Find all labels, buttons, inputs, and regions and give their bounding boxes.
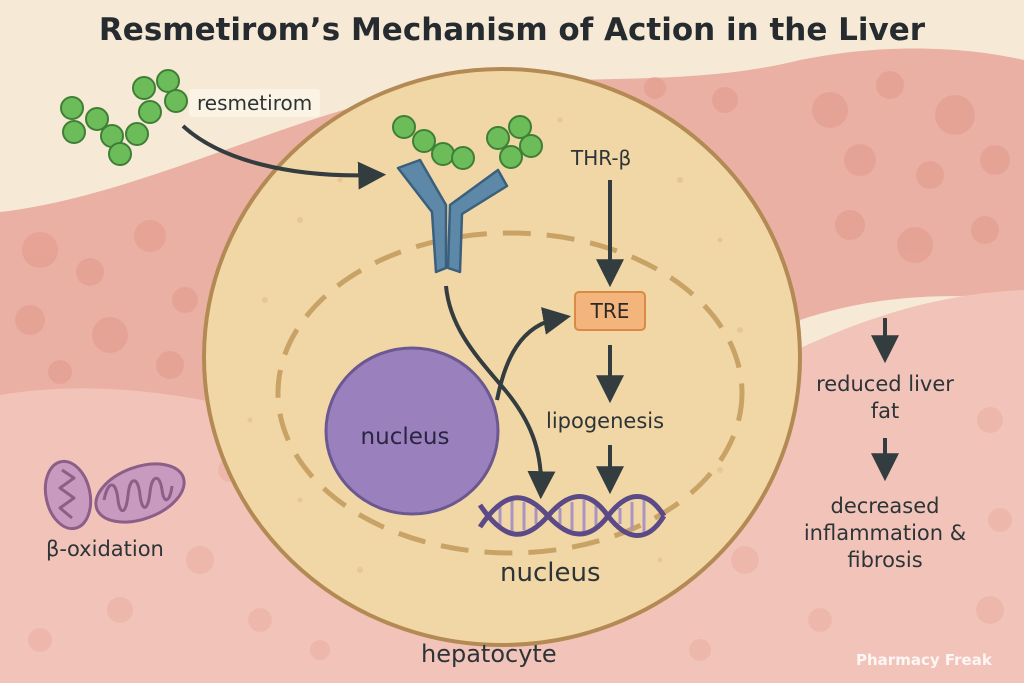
cytoplasm-speckles	[247, 117, 743, 573]
nuclear-envelope	[275, 230, 745, 556]
nucleus-body	[324, 346, 500, 516]
bound-drug-molecule-right	[486, 115, 543, 169]
watermark: Pharmacy Freak	[856, 651, 992, 669]
arrow-drug-to-receptor	[181, 124, 387, 190]
arrow-receptor-to-dna	[444, 285, 556, 500]
tre-box: TRE	[574, 291, 646, 331]
nucleus-dna-label: nucleus	[500, 558, 601, 588]
dna-helix-icon	[477, 494, 667, 538]
beta-oxidation-label: β-oxidation	[46, 537, 164, 561]
outcome-decreased-inflammation: decreased inflammation & fibrosis	[803, 494, 967, 572]
nucleus-label: nucleus	[360, 424, 450, 450]
bound-drug-molecule-left	[392, 115, 475, 170]
mitochondria-icon	[43, 459, 186, 531]
receptor-label: THR-β	[571, 146, 632, 170]
hepatocyte-label: hepatocyte	[421, 640, 557, 668]
diagram-title: Resmetirom’s Mechanism of Action in the …	[98, 12, 926, 48]
drug-molecule-icon	[60, 69, 188, 166]
drug-label: resmetirom	[189, 89, 321, 117]
outcome-reduced-liver-fat: reduced liver fat	[816, 372, 954, 423]
arrow-to-tre	[495, 307, 572, 401]
lipogenesis-label: lipogenesis	[546, 409, 665, 433]
tissue-cells	[15, 71, 1010, 384]
receptor-icon	[396, 158, 509, 274]
